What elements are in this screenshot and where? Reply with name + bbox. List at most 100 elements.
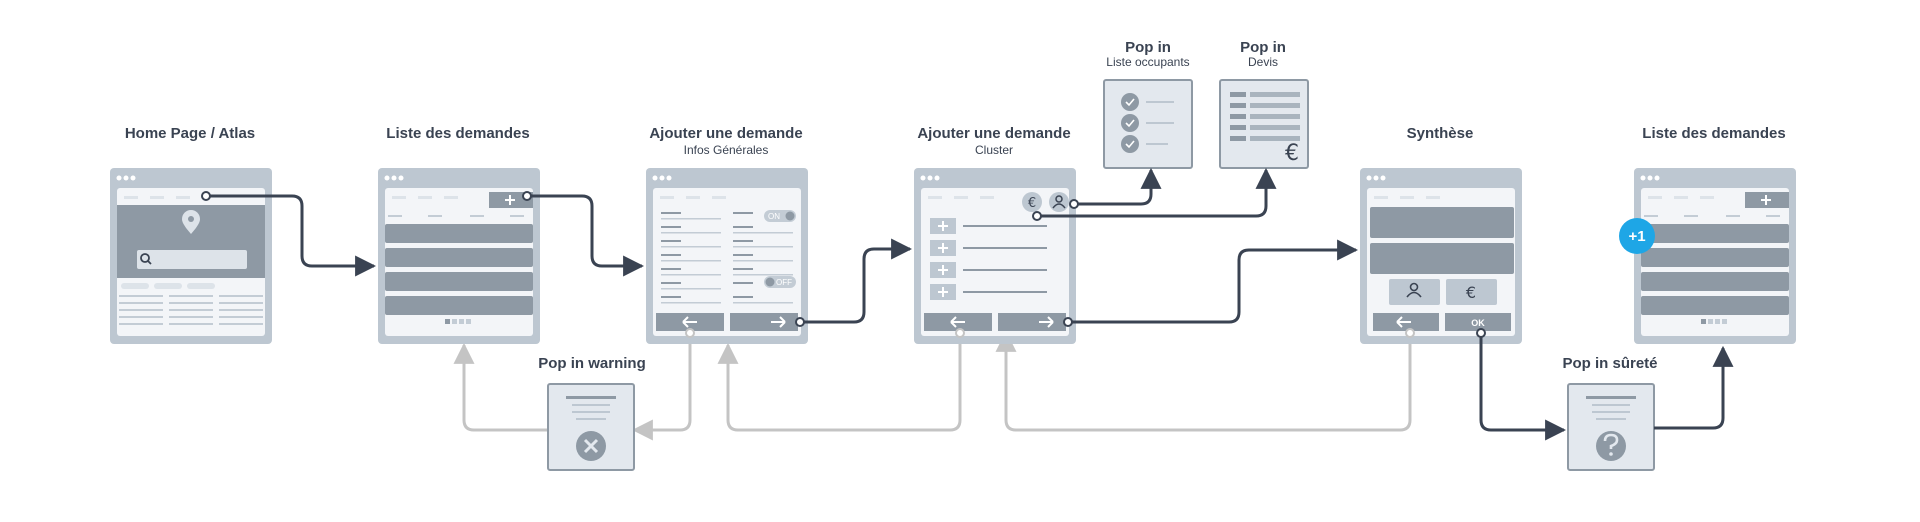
arrow-right-icon xyxy=(771,316,786,328)
check-circle-icon xyxy=(1121,114,1139,132)
connector-liste-to-ajout xyxy=(527,194,645,277)
connector-infos-to-cluster xyxy=(800,238,913,324)
popin-devis: € xyxy=(1219,79,1309,169)
pagination xyxy=(1701,319,1727,324)
plus-icon xyxy=(938,265,948,275)
plus-icon xyxy=(1761,195,1771,205)
list-item xyxy=(1641,224,1789,243)
sublabel-devis: Devis xyxy=(1248,55,1278,69)
toggle-on-label: ON xyxy=(768,212,780,221)
popin-occupants xyxy=(1103,79,1193,169)
toggle-off-label: OFF xyxy=(776,278,792,287)
window-dots-icon xyxy=(1366,175,1372,181)
question-circle-icon xyxy=(1596,431,1626,461)
user-icon xyxy=(1406,282,1422,298)
new-item-badge: +1 xyxy=(1619,218,1655,254)
euro-icon: € xyxy=(1466,283,1476,302)
map-pin-icon xyxy=(182,210,200,234)
search-icon xyxy=(140,253,152,265)
check-circle-icon xyxy=(1121,93,1139,111)
plus-icon xyxy=(505,195,515,205)
sublabel-infos-generales: Infos Générales xyxy=(684,143,769,157)
arrow-left-icon xyxy=(1396,316,1411,328)
ok-button-label: OK xyxy=(1471,318,1485,328)
connector-surete-to-liste xyxy=(1654,345,1734,430)
screen-home xyxy=(110,168,272,344)
plus-icon xyxy=(938,287,948,297)
label-ajouter-demande-cluster: Ajouter une demande xyxy=(917,125,1070,142)
new-item-badge-label: +1 xyxy=(1628,228,1645,245)
occupants-button[interactable] xyxy=(1049,192,1069,212)
close-circle-icon xyxy=(576,431,606,461)
cluster-row[interactable] xyxy=(930,262,1047,278)
screen-liste-demandes-final: +1 xyxy=(1619,168,1796,344)
label-popin-occupants: Pop in xyxy=(1125,39,1171,56)
connector-ajout1-to-warning xyxy=(631,333,692,441)
window-dots-icon xyxy=(384,175,390,181)
screen-ajouter-cluster: € xyxy=(914,168,1076,344)
popin-warning xyxy=(547,383,635,471)
cluster-row[interactable] xyxy=(930,218,1047,234)
user-icon xyxy=(1052,195,1066,209)
list-item xyxy=(385,272,533,291)
ok-button[interactable] xyxy=(1445,313,1511,331)
forward-connectors xyxy=(206,167,1734,441)
arrow-left-icon xyxy=(682,316,697,328)
check-circle-icon xyxy=(1121,135,1139,153)
next-button[interactable] xyxy=(730,313,798,331)
list-item xyxy=(1641,272,1789,291)
screen-synthese: € OK xyxy=(1360,168,1522,344)
label-popin-devis: Pop in xyxy=(1240,39,1286,56)
connector-home-to-liste xyxy=(206,194,377,277)
list-item xyxy=(385,224,533,243)
window-dots-icon xyxy=(652,175,658,181)
label-liste-demandes-final: Liste des demandes xyxy=(1642,125,1785,142)
label-liste-demandes: Liste des demandes xyxy=(386,125,529,142)
summary-block xyxy=(1370,207,1514,238)
toggle-off[interactable]: OFF xyxy=(764,276,796,288)
connector-cluster-to-devis xyxy=(1037,167,1277,218)
devis-summary-button[interactable]: € xyxy=(1446,279,1497,305)
connector-nodes xyxy=(201,191,1486,338)
window-dots-icon xyxy=(1640,175,1646,181)
connector-cluster-back-infos xyxy=(717,333,962,432)
cluster-row[interactable] xyxy=(930,240,1047,256)
label-ajouter-demande-infos: Ajouter une demande xyxy=(649,125,802,142)
arrow-right-icon xyxy=(1039,316,1054,328)
window-dots-icon xyxy=(920,175,926,181)
euro-icon: € xyxy=(1028,196,1036,211)
summary-block xyxy=(1370,243,1514,274)
label-popin-surete: Pop in sûreté xyxy=(1562,355,1657,372)
screen-liste-demandes xyxy=(378,168,540,344)
connector-synthese-back-cluster xyxy=(995,330,1412,432)
window-dots-icon xyxy=(116,175,122,181)
label-popin-warning: Pop in warning xyxy=(538,355,646,372)
toggle-on[interactable]: ON xyxy=(764,210,796,222)
occupants-summary-button[interactable] xyxy=(1389,279,1440,305)
list-item xyxy=(1641,296,1789,315)
popin-surete xyxy=(1567,383,1655,471)
label-synthese: Synthèse xyxy=(1407,125,1474,142)
devis-button[interactable]: € xyxy=(1022,192,1042,212)
sublabel-cluster: Cluster xyxy=(975,143,1013,157)
screen-ajouter-infos: ON OFF xyxy=(646,168,808,344)
arrow-left-icon xyxy=(950,316,965,328)
connector-cluster-to-occupants xyxy=(1074,167,1162,206)
search-input[interactable] xyxy=(137,250,247,269)
connector-cluster-to-synthese xyxy=(1068,239,1359,324)
back-connectors xyxy=(453,330,1412,441)
connector-synthese-to-surete xyxy=(1479,333,1567,441)
plus-icon xyxy=(938,243,948,253)
euro-icon: € xyxy=(1285,141,1299,166)
cluster-row[interactable] xyxy=(930,284,1047,300)
pagination xyxy=(445,319,471,324)
sublabel-liste-occupants: Liste occupants xyxy=(1106,55,1189,69)
next-button[interactable] xyxy=(998,313,1066,331)
list-item xyxy=(385,248,533,267)
list-item xyxy=(1641,248,1789,267)
label-home: Home Page / Atlas xyxy=(125,125,255,142)
connector-warning-to-liste xyxy=(453,342,548,432)
list-item xyxy=(385,296,533,315)
plus-icon xyxy=(938,221,948,231)
